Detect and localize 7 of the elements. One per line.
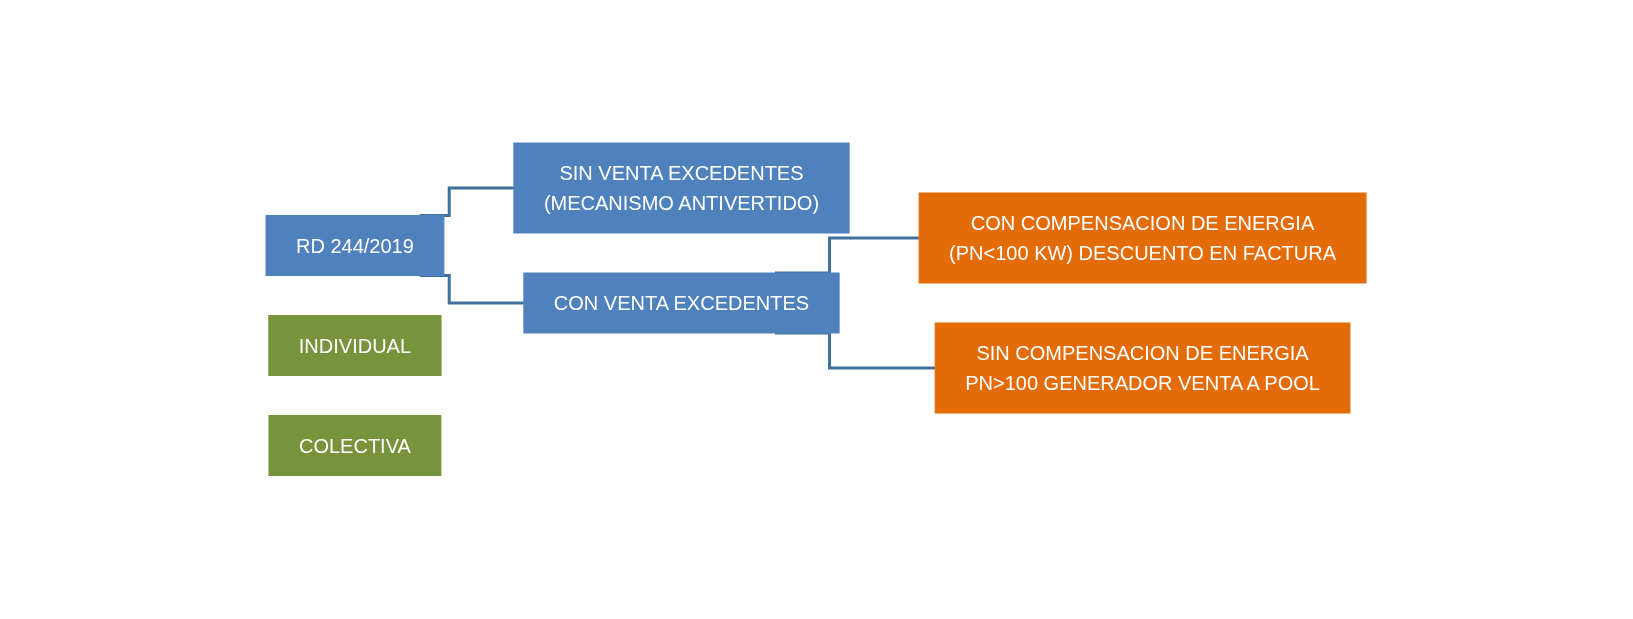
node-box: CON VENTA EXCEDENTES (523, 272, 841, 334)
node-box: COLECTIVA (269, 415, 442, 477)
node-box: RD 244/2019 (266, 215, 445, 277)
node-box: SIN VENTA EXCEDENTES (MECANISMO ANTIVERTIDO) (513, 142, 851, 234)
node-box: INDIVIDUAL (268, 315, 443, 377)
node-box: CON COMPENSACION DE ENERGIA (PN<100 KW) DESCUENTO EN FACTURA (919, 192, 1367, 284)
node-box: SIN COMPENSACION DE ENERGIA PN>100 GENERADOR VENTA A POOL (935, 322, 1351, 414)
